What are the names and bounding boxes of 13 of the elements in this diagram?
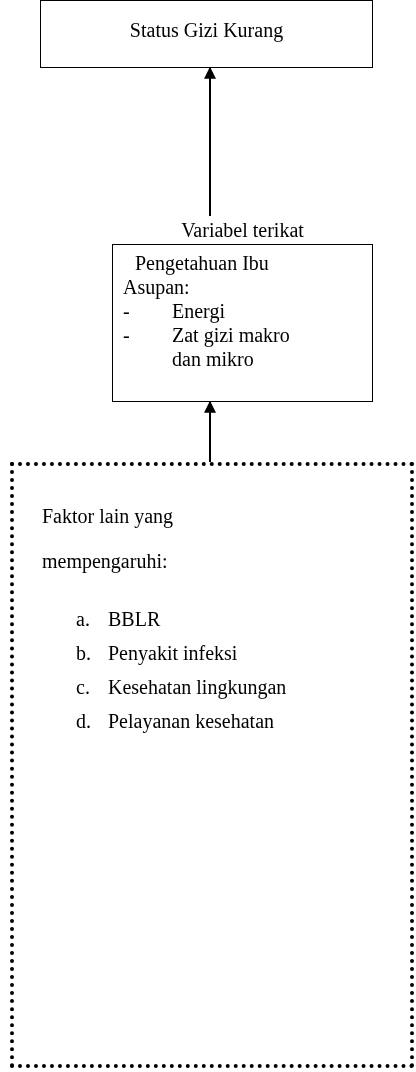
arrow (204, 400, 216, 463)
list-item: d. Pelayanan kesehatan (76, 709, 276, 735)
list-item: - Zat gizi makro dan mikro (123, 323, 291, 371)
list-item: - Energi (123, 299, 226, 323)
list-item: c. Kesehatan lingkungan (76, 675, 288, 701)
node-title: Status Gizi Kurang (128, 18, 285, 44)
text-line: Asupan: (122, 275, 191, 299)
text-line: Faktor lain yang mempengaruhi: (41, 504, 175, 575)
node-title: Pengetahuan Ibu (134, 251, 270, 275)
arrow (204, 66, 216, 217)
heading-label: Variabel terikat (180, 218, 305, 243)
list-item: b. Penyakit infeksi (76, 641, 239, 667)
list-item: a. BBLR (76, 607, 162, 632)
